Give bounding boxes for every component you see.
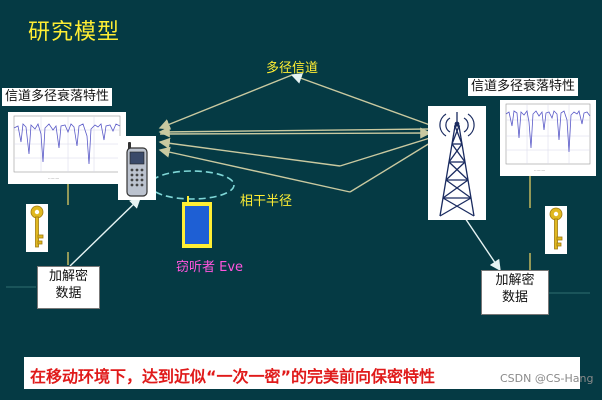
conclusion-banner — [24, 357, 580, 389]
crypto-left-line-2: 数据 — [55, 286, 82, 301]
fading-label-left: 信道多径衰落特性 — [2, 88, 113, 106]
crypto-box-right: 加解密 数据 — [481, 270, 549, 315]
mobile-phone-icon — [118, 136, 156, 200]
eavesdropper-device-icon — [182, 196, 212, 248]
tower-to-crypto-right — [464, 217, 501, 272]
fading-chart-left: ········· — [8, 112, 126, 184]
multipath-ray-direct — [158, 126, 432, 139]
eavesdropper-label: 窃听者 Eve — [176, 260, 244, 275]
fading-label-right: 信道多径衰落特性 — [468, 78, 579, 96]
conclusion-text: 在移动环境下，达到近似“一次一密”的完美前向保密特性 — [30, 367, 436, 386]
multipath-ray-upper — [158, 73, 431, 130]
coherence-radius-ellipse — [149, 170, 235, 200]
multipath-ray-lower — [158, 137, 431, 193]
base-station-tower-icon — [428, 106, 486, 220]
crypto-left-to-phone — [69, 197, 142, 267]
key-icon — [545, 206, 567, 254]
svg-text:·········: ········· — [48, 176, 59, 181]
fading-chart-right: ········· — [500, 100, 596, 176]
svg-text:·········: ········· — [534, 168, 545, 173]
crypto-right-line-1: 加解密 — [495, 273, 535, 288]
key-icon — [26, 204, 48, 252]
crypto-right-line-2: 数据 — [501, 290, 528, 305]
crypto-left-line-1: 加解密 — [48, 269, 88, 284]
slide-title: 研究模型 — [28, 20, 121, 45]
multipath-channel-label: 多径信道 — [266, 61, 319, 76]
watermark: CSDN @CS-Hang — [500, 372, 594, 385]
crypto-box-left: 加解密 数据 — [37, 266, 100, 309]
coherence-radius-label: 相干半径 — [240, 194, 293, 209]
